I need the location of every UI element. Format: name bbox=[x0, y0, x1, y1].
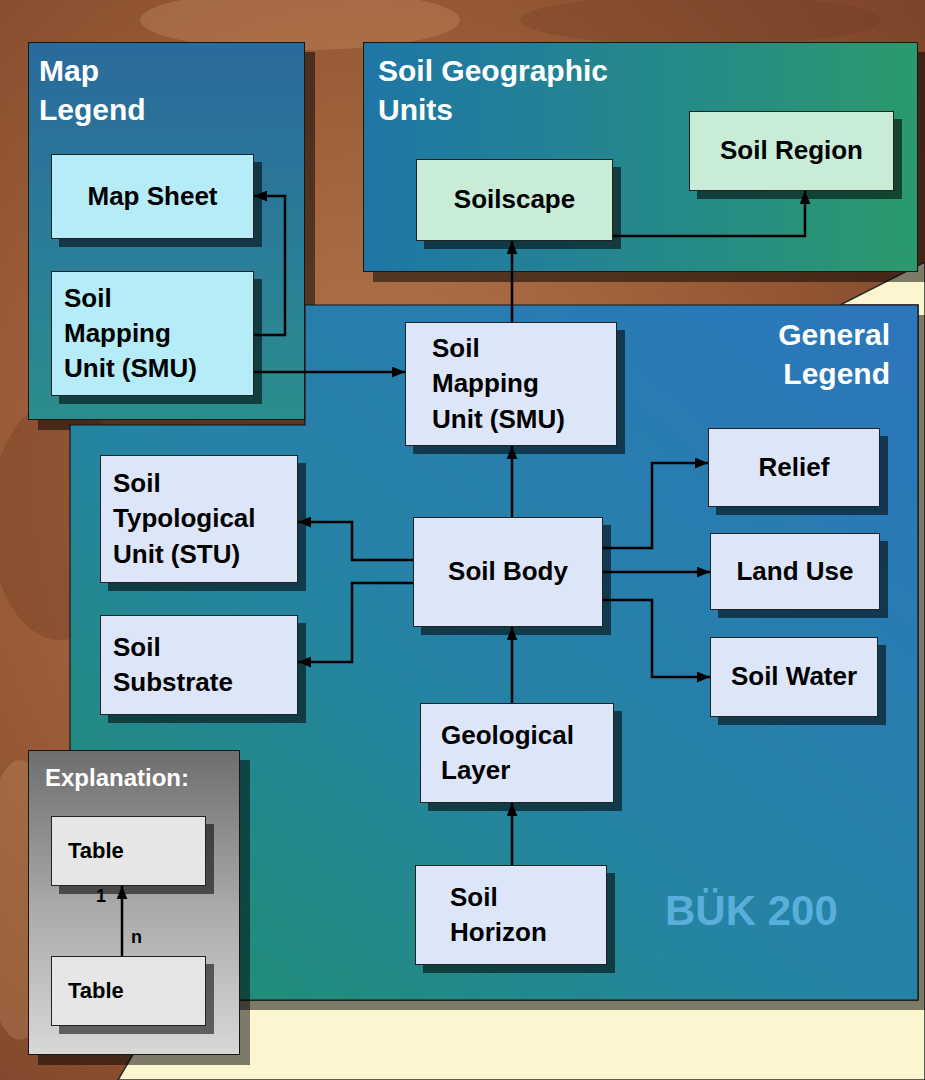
panel-heading: Soil Geographic Units bbox=[378, 51, 638, 129]
box-label: Soil Mapping Unit (SMU) bbox=[432, 331, 580, 436]
soil-blotch bbox=[520, 0, 880, 45]
connector-arrow bbox=[511, 446, 514, 517]
box-label: Soil Horizon bbox=[450, 880, 580, 950]
table-box: Soil Horizon bbox=[415, 865, 607, 965]
table-box: Soil Mapping Unit (SMU) bbox=[51, 271, 254, 396]
watermark-holder: BÜK 200 bbox=[665, 888, 838, 934]
explanation-panel: TableTableExplanation: bbox=[28, 750, 240, 1055]
panel-heading: General Legend bbox=[740, 315, 890, 393]
table-box: Relief bbox=[708, 428, 880, 507]
panel-title: Soil Geographic Units bbox=[378, 51, 638, 129]
group-panel: Soilscape Soil Region Soil Geographic Unit… bbox=[363, 42, 918, 272]
connector-arrow bbox=[254, 371, 405, 374]
box-label: Map Sheet bbox=[87, 179, 217, 214]
cardinality-number-holder: 1 bbox=[96, 887, 106, 907]
box-label: Soil Typological Unit (STU) bbox=[113, 466, 278, 571]
connector-arrow bbox=[613, 191, 805, 236]
connector-arrow bbox=[603, 571, 710, 574]
box-label: Land Use bbox=[736, 554, 853, 589]
table-box: Soil Region bbox=[689, 111, 894, 191]
box-label: Table bbox=[68, 977, 124, 1006]
connector-arrow bbox=[298, 583, 413, 662]
box-label: Table bbox=[68, 837, 124, 866]
table-box: Geological Layer bbox=[420, 703, 614, 803]
table-box: Soil Mapping Unit (SMU) bbox=[405, 322, 617, 446]
panel-title: General Legend bbox=[740, 315, 890, 393]
table-box: Table bbox=[51, 956, 206, 1026]
connector-arrow bbox=[511, 241, 514, 322]
connector-arrow bbox=[298, 522, 413, 560]
connector-arrow bbox=[511, 627, 514, 703]
watermark: BÜK 200 bbox=[665, 888, 838, 934]
box-label: Soil Water bbox=[731, 659, 857, 694]
connector-arrow bbox=[511, 803, 514, 865]
table-box: Soil Typological Unit (STU) bbox=[100, 455, 298, 583]
box-label: Soil Region bbox=[720, 133, 863, 168]
panel-title: Explanation: bbox=[45, 763, 189, 793]
connector-arrow bbox=[121, 886, 124, 956]
panel-heading: Map Legend bbox=[39, 51, 169, 129]
table-box: Land Use bbox=[710, 533, 880, 610]
table-box: Table bbox=[51, 816, 206, 886]
table-box: Soil Substrate bbox=[100, 615, 298, 715]
box-label: Soilscape bbox=[454, 182, 575, 217]
box-label: Relief bbox=[759, 450, 830, 485]
connector-arrow bbox=[603, 463, 708, 548]
box-label: Soil Body bbox=[448, 554, 568, 589]
cardinality-number-holder: n bbox=[131, 928, 142, 948]
table-box: Soil Water bbox=[710, 637, 878, 717]
box-label: Soil Substrate bbox=[113, 630, 263, 700]
legend-panel: Map SheetSoil Mapping Unit (SMU) Map Lege… bbox=[28, 42, 305, 420]
table-box: Map Sheet bbox=[51, 154, 254, 239]
table-box: Soilscape bbox=[416, 159, 613, 241]
connector-arrow bbox=[254, 196, 285, 335]
panel-heading: Explanation: bbox=[45, 763, 235, 793]
cardinality-number: n bbox=[131, 928, 142, 948]
panel-title: Map Legend bbox=[39, 51, 169, 129]
table-box: Soil Body bbox=[413, 517, 603, 627]
box-label: Soil Mapping Unit (SMU) bbox=[64, 281, 212, 386]
connector-arrow bbox=[603, 600, 710, 677]
box-label: Geological Layer bbox=[441, 718, 601, 788]
cardinality-number: 1 bbox=[96, 887, 106, 907]
